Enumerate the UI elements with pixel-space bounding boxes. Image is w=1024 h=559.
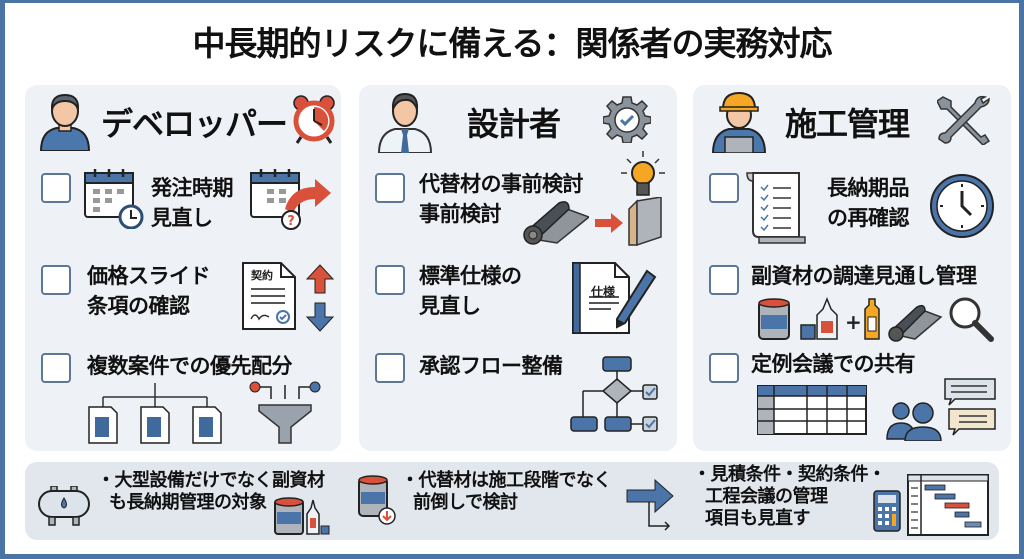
checkbox-price-slide[interactable]: [41, 265, 71, 295]
checkbox-priority-allocation[interactable]: [41, 353, 71, 383]
item-label-line1: 複数案件での優先配分: [87, 354, 293, 378]
summary-management-items: ・見積条件・契約条件・ 工程会議の管理 項目も見直す: [693, 464, 886, 530]
summary-line3: 項目も見直す: [705, 508, 810, 529]
item-price-slide: 価格スライド 条項の確認: [87, 261, 211, 321]
item-label-line2: 事前検討: [419, 202, 502, 226]
checkbox-standard-spec[interactable]: [375, 265, 405, 295]
gear-check-icon: [603, 96, 651, 143]
worker-hardhat-icon: [711, 91, 767, 153]
item-label-line1: 発注時期: [151, 176, 234, 200]
summary-bar: ・大型設備だけでなく副資材 も長納期管理の対象 ・代替材は施工段階でなく 前倒し…: [25, 462, 999, 540]
item-label-line1: 長納期品: [827, 176, 910, 200]
alarm-clock-icon: [293, 95, 335, 144]
table-icon: [757, 385, 867, 435]
panel-designer: 設計者 代替材の事前検討 事前検討: [359, 85, 677, 451]
item-label-line2: 見直し: [151, 206, 213, 230]
checkbox-long-lead-items[interactable]: [709, 173, 739, 203]
summary-sub-materials: ・大型設備だけでなく副資材 も長納期管理の対象: [97, 470, 325, 514]
page-frame: 中長期的リスクに備える：関係者の実務対応 デベロッパー: [5, 3, 1019, 554]
role-title-developer: デベロッパー: [101, 105, 288, 143]
svg-text:+: +: [845, 310, 862, 334]
calendar-reschedule-icon: ?: [250, 169, 331, 230]
item-label-line1: 定例会議での共有: [751, 352, 916, 376]
summary-line2: 前倒しで検討: [413, 492, 518, 513]
role-title-construction: 施工管理: [785, 105, 910, 143]
summary-line1: ・代替材は施工段階でなく: [401, 470, 612, 491]
item-order-timing: 発注時期 見直し: [151, 173, 234, 233]
item-label-line1: 代替材の事前検討: [419, 172, 584, 196]
item-long-lead-items: 長納期品 の再確認: [827, 173, 910, 233]
page-title: 中長期的リスクに備える：関係者の実務対応: [192, 24, 832, 63]
tank-icon: [38, 486, 90, 526]
meeting-icon: [886, 378, 996, 441]
panel-construction: 施工管理 長納期品 の再確認: [693, 85, 1011, 451]
pen-icon: [616, 269, 657, 329]
item-alt-material: 代替材の事前検討 事前検討: [419, 169, 584, 229]
calculator-icon: [873, 490, 901, 532]
item-label-line1: 副資材の調達見通し管理: [751, 264, 977, 288]
material-roll-icon: [523, 201, 589, 245]
clock-icon: [930, 174, 994, 238]
calendar-clock-icon: [84, 169, 144, 229]
item-priority-allocation: 複数案件での優先配分: [87, 351, 293, 381]
project-tree-icon: [88, 383, 222, 444]
person-icon: [39, 93, 91, 151]
magnifier-icon: [949, 297, 994, 342]
panel-developer: デベロッパー 発注時期 見直し: [25, 85, 341, 451]
item-approval-flow: 承認フロー整備: [419, 351, 563, 381]
item-label-line1: 標準仕様の: [419, 264, 522, 288]
funnel-icon: [249, 381, 321, 444]
item-regular-meeting: 定例会議での共有: [751, 349, 916, 379]
panel-board-icon: [628, 197, 662, 247]
item-label-line2: 見直し: [419, 294, 481, 318]
item-label-line1: 価格スライド: [87, 264, 211, 288]
summary-line2: も長納期管理の対象: [109, 492, 267, 513]
role-title-designer: 設計者: [467, 105, 561, 143]
checkbox-alt-material[interactable]: [375, 173, 405, 203]
price-up-down-icon: [305, 264, 335, 332]
checkbox-approval-flow[interactable]: [375, 353, 405, 383]
paint-can-down-icon: [358, 475, 396, 525]
item-standard-spec: 標準仕様の 見直し: [419, 261, 522, 321]
arrow-right-icon: [595, 213, 623, 233]
contract-icon: [242, 262, 296, 330]
gantt-chart-icon: [907, 474, 989, 536]
summary-line1: ・見積条件・契約条件・: [693, 464, 886, 485]
item-label-line2: の再確認: [827, 206, 910, 230]
flowchart-icon: [570, 356, 658, 432]
checkbox-regular-meeting[interactable]: [709, 353, 739, 383]
checkbox-sub-material[interactable]: [709, 265, 739, 295]
tools-icon: [937, 95, 991, 145]
summary-line1: ・大型設備だけでなく副資材: [97, 470, 325, 491]
item-label-line1: 承認フロー整備: [419, 354, 563, 378]
paint-can-glue-icon: [274, 497, 330, 535]
checklist-scroll-icon: [746, 172, 806, 244]
roll-icon: [888, 304, 943, 342]
branch-arrow-icon: [626, 478, 674, 531]
lightbulb-icon: [621, 151, 665, 196]
paint-can-icon: [758, 298, 790, 340]
sub-materials-icon: +: [758, 297, 994, 342]
designer-icon: [377, 92, 433, 153]
summary-alternative-materials: ・代替材は施工段階でなく 前倒しで検討: [401, 470, 612, 514]
summary-line2: 工程会議の管理: [705, 486, 828, 507]
glue-icon: [800, 297, 838, 340]
checkbox-order-timing[interactable]: [41, 173, 71, 203]
tube-icon: [864, 298, 880, 340]
spec-label: 仕様: [591, 285, 616, 299]
item-label-line2: 条項の確認: [87, 294, 190, 318]
svg-text:?: ?: [287, 214, 295, 229]
item-sub-material: 副資材の調達見通し管理: [751, 261, 977, 291]
contract-label: 契約: [251, 269, 273, 282]
